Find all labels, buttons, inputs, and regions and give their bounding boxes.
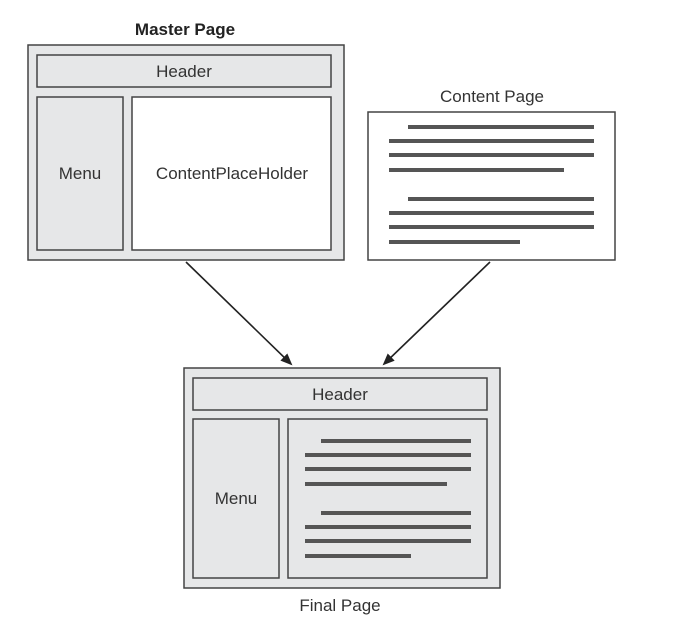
master-menu: Menu <box>36 96 124 251</box>
final-menu: Menu <box>192 418 280 579</box>
master-header-label: Header <box>156 62 212 81</box>
final-page-title: Final Page <box>299 596 380 615</box>
master-header: Header <box>36 54 332 88</box>
content-placeholder: ContentPlaceHolder <box>131 96 332 251</box>
content-placeholder-label: ContentPlaceHolder <box>156 164 308 183</box>
final-content-area <box>287 418 488 579</box>
final-menu-label: Menu <box>215 489 258 508</box>
final-header-label: Header <box>312 385 368 404</box>
content-page-title: Content Page <box>440 87 544 106</box>
final-header: Header <box>192 377 488 411</box>
master-page-title: Master Page <box>135 20 235 39</box>
content-page-box <box>367 111 616 261</box>
content-page-text-lines <box>389 125 594 244</box>
final-page-box: Header Menu <box>183 367 501 589</box>
arrow-master-to-final <box>185 261 293 366</box>
final-content-text-lines <box>305 439 471 558</box>
master-page-box: Header Menu ContentPlaceHolder <box>27 44 345 261</box>
master-menu-label: Menu <box>59 164 102 183</box>
arrow-content-to-final <box>382 261 491 366</box>
